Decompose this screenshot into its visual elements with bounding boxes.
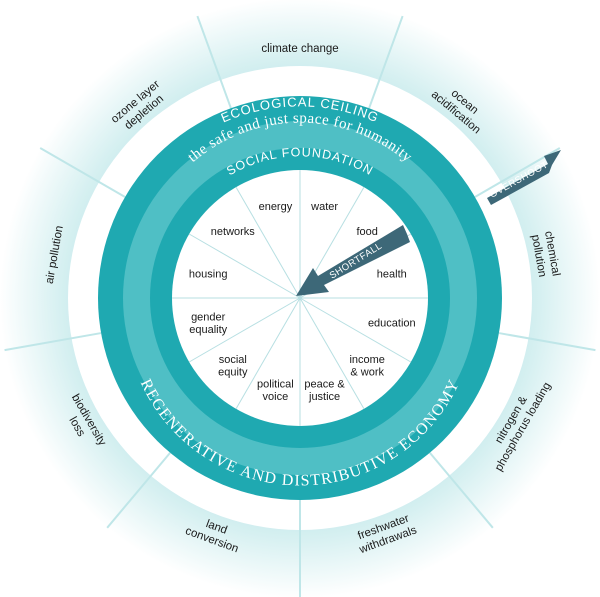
social-divider [235,186,301,299]
social-label-income-work: income& work [349,354,384,379]
ecological-divider [368,15,404,109]
social-divider [188,233,301,299]
social-divider [299,297,412,363]
social-divider [299,297,365,410]
ecological-label-climate-change: climate change [261,43,338,55]
social-label-water: water [310,201,338,213]
social-label-food: food [356,226,377,238]
social-divider [235,297,301,410]
social-label-peace-justice: peace &justice [304,379,345,404]
ecological-divider [4,332,102,352]
social-label-networks: networks [211,226,256,238]
social-label-energy: energy [259,201,293,213]
social-label-health: health [377,268,407,280]
ecological-divider [106,452,171,529]
social-label-housing: housing [189,268,228,280]
ecological-divider [429,452,494,529]
ecological-divider [498,332,596,352]
social-label-education: education [368,318,416,330]
social-labels: water food health education income& workpeac… [189,201,416,403]
ecological-divider [39,147,126,198]
social-divider [188,297,301,363]
ecological-divider [196,15,232,109]
